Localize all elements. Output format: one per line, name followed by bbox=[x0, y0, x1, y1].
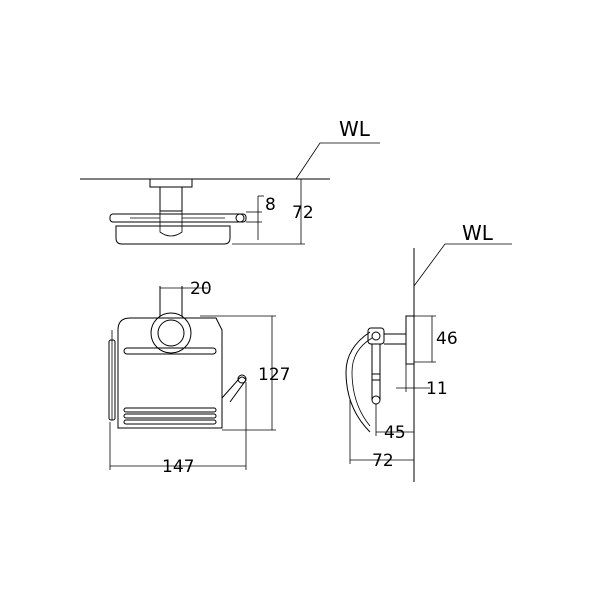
side-mount-pivot bbox=[371, 331, 381, 341]
side-wl-leader bbox=[413, 243, 512, 287]
front-hook-end bbox=[237, 374, 247, 384]
front-mount-inner bbox=[157, 319, 185, 347]
dim-72-top-label: 72 bbox=[292, 203, 314, 223]
side-cover-outer bbox=[345, 331, 371, 433]
side-hook-end bbox=[371, 395, 381, 405]
front-vent-2 bbox=[123, 413, 217, 419]
front-vent-1 bbox=[123, 407, 217, 413]
top-arm bbox=[109, 213, 247, 223]
front-view: 20 127 147 bbox=[108, 279, 290, 477]
dim-8-label: 8 bbox=[265, 195, 276, 215]
top-post-hidden bbox=[159, 211, 183, 237]
side-cover-inner bbox=[351, 337, 373, 427]
side-hook-joint bbox=[371, 373, 381, 381]
front-cover bbox=[117, 317, 223, 429]
side-wall-plate bbox=[405, 315, 415, 365]
top-cover-plate bbox=[115, 225, 231, 245]
dim-20-label: 20 bbox=[190, 279, 212, 299]
top-mount-post bbox=[159, 186, 183, 212]
dim-45-label: 45 bbox=[384, 423, 406, 443]
front-vent-3 bbox=[123, 419, 217, 425]
top-wl-leader bbox=[295, 142, 380, 180]
top-mount-flange bbox=[149, 178, 193, 188]
dim-46-label: 46 bbox=[436, 329, 458, 349]
dim-127-label: 127 bbox=[258, 365, 290, 385]
front-cover-slot-top bbox=[123, 347, 217, 355]
front-mount-outer bbox=[150, 312, 192, 354]
top-wl-label: WL bbox=[339, 117, 371, 141]
front-hook bbox=[221, 376, 247, 403]
side-wl-label: WL bbox=[462, 221, 494, 245]
dim-72-side-label: 72 bbox=[372, 451, 394, 471]
dim-147-label: 147 bbox=[162, 457, 194, 477]
top-arm-end bbox=[235, 213, 245, 223]
side-mount-knob bbox=[367, 327, 385, 345]
dim-11-label: 11 bbox=[426, 379, 448, 399]
side-view: WL 46 11 45 72 bbox=[345, 221, 512, 482]
top-view: WL 8 72 bbox=[80, 117, 380, 245]
